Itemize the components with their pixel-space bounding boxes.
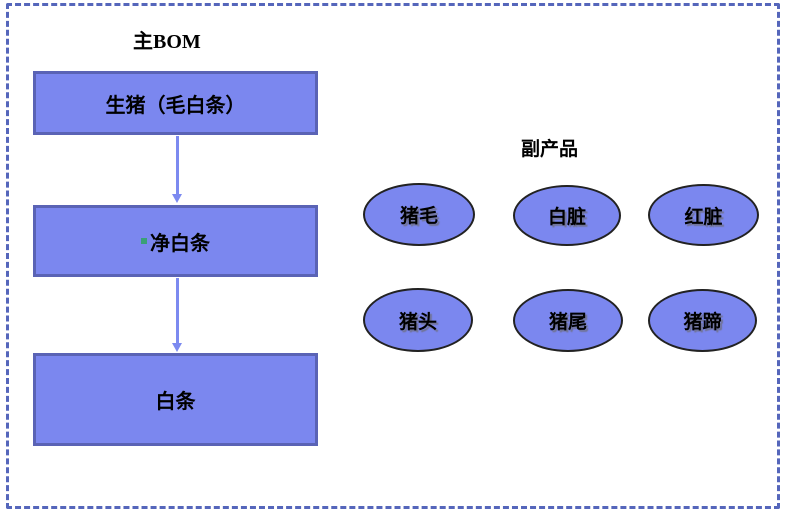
arrow-line (176, 136, 179, 195)
dashed-frame (6, 3, 780, 509)
flow-node-clean-carcass: 净白条 (33, 205, 318, 277)
down-arrow-connector-2 (172, 278, 183, 352)
ellipse-pig-trotter: 猪蹄 (648, 289, 757, 352)
ellipse-label: 猪毛 (399, 206, 438, 227)
ellipse-label: 白脏 (547, 207, 586, 228)
arrow-head-icon (172, 343, 182, 352)
ellipse-white-offal: 白脏 (513, 185, 621, 246)
main-bom-title: 主BOM (133, 31, 201, 53)
ellipse-label: 红脏 (684, 206, 723, 228)
arrow-head-icon (172, 194, 182, 203)
ellipse-label: 猪尾 (548, 312, 587, 333)
ellipse-pig-head: 猪头 (363, 288, 473, 352)
green-bullet-icon (141, 238, 147, 244)
flow-node-label: 生猪（毛白条） (105, 94, 246, 117)
ellipse-label: 猪蹄 (683, 312, 722, 333)
down-arrow-connector-1 (172, 136, 183, 203)
flow-node-raw-pig: 生猪（毛白条） (33, 71, 318, 135)
ellipse-pig-hair: 猪毛 (363, 183, 475, 246)
arrow-line (176, 278, 179, 344)
flow-node-label: 净白条 (150, 232, 210, 255)
byproducts-title: 副产品 (521, 139, 579, 160)
flow-node-carcass: 白条 (33, 353, 318, 446)
ellipse-pig-tail: 猪尾 (513, 289, 623, 352)
flow-node-label: 白条 (155, 391, 196, 413)
ellipse-label: 猪头 (398, 311, 437, 333)
ellipse-red-offal: 红脏 (648, 184, 759, 246)
